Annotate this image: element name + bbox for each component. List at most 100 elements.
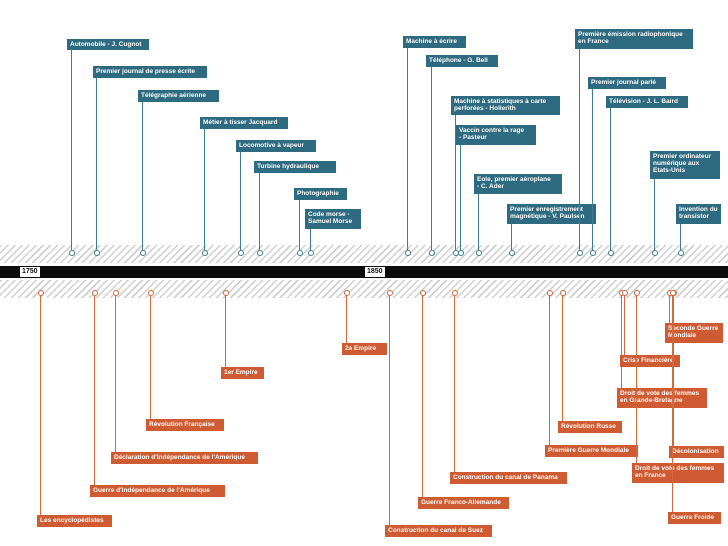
tech-event-marker bbox=[93, 250, 100, 256]
tech-event-locomotive-a-vapeur: Locomotive à vapeur bbox=[236, 140, 316, 152]
history-event-1er-empire: 1er Empire bbox=[221, 367, 264, 379]
tech-event-stem bbox=[460, 145, 461, 250]
history-event-marker bbox=[621, 290, 628, 296]
tech-event-stem bbox=[299, 200, 300, 250]
history-event-droit-de-vote-des-femmes-en-grande-bretagne: Droit de vote des femmes en Grande-Breta… bbox=[617, 388, 707, 408]
tech-event-television-j-l-baird: Télévision - J. L. Baird bbox=[606, 96, 688, 108]
history-event-marker bbox=[546, 290, 553, 296]
tech-event-stem bbox=[478, 194, 479, 250]
history-event-stem bbox=[673, 295, 674, 446]
tech-event-stem bbox=[680, 224, 681, 250]
history-event-stem bbox=[562, 295, 563, 421]
tech-event-marker bbox=[237, 250, 244, 256]
history-event-guerre-d-independance-de-l-amerique: Guerre d'Indépendance de l'Amérique bbox=[90, 485, 225, 497]
history-event-stem bbox=[94, 295, 95, 485]
history-event-marker bbox=[37, 290, 44, 296]
history-event-revolution-russe: Révolution Russe bbox=[558, 421, 622, 433]
hatched-band-top bbox=[0, 245, 728, 263]
year-label-1750: 1750 bbox=[20, 267, 40, 277]
tech-event-marker bbox=[296, 250, 303, 256]
tech-event-stem bbox=[511, 224, 512, 250]
tech-event-code-morse-samuel-morse: Code morse - Samuel Morse bbox=[305, 209, 361, 229]
history-event-decolonisation: Décolonisation bbox=[669, 446, 724, 458]
tech-event-telephone-g-bell: Téléphone - G. Bell bbox=[426, 55, 498, 67]
history-event-marker bbox=[386, 290, 393, 296]
tech-event-premier-ordinateur-numerique-aux-etats-unis: Premier ordinateur numérique aux Etats-U… bbox=[650, 151, 720, 179]
history-event-marker bbox=[559, 290, 566, 296]
hatched-band-bottom bbox=[0, 280, 728, 298]
history-event-marker bbox=[147, 290, 154, 296]
history-event-stem bbox=[346, 295, 347, 343]
tech-event-premier-journal-de-presse-ecrite: Premier journal de presse écrite bbox=[93, 66, 207, 78]
history-event-revolution-francaise: Révolution Française bbox=[146, 419, 224, 431]
tech-event-stem bbox=[431, 67, 432, 250]
tech-event-premier-enregistrement-magnetique-v-paulsen: Premier enregistrement magnétique - V. P… bbox=[507, 204, 596, 224]
history-event-stem bbox=[225, 295, 226, 367]
history-event-stem bbox=[115, 295, 116, 452]
history-event-crise-financiere: Crise Financière bbox=[620, 355, 680, 367]
tech-event-marker bbox=[68, 250, 75, 256]
tech-event-stem bbox=[96, 78, 97, 250]
tech-event-vaccin-contre-la-rage-pasteur: Vaccin contre la rage - Pasteur bbox=[456, 125, 536, 145]
history-event-declaration-d-independance-de-l-amerique: Déclaration d'Indépendance de l'Amérique bbox=[111, 452, 258, 464]
tech-event-stem bbox=[407, 48, 408, 250]
tech-event-marker bbox=[651, 250, 658, 256]
year-label-1850: 1850 bbox=[365, 267, 385, 277]
tech-event-marker bbox=[428, 250, 435, 256]
tech-event-marker bbox=[256, 250, 263, 256]
tech-event-machine-a-statistiques-a-carte-perforees-hollerith: Machine à statistiques à carte perforées… bbox=[451, 96, 560, 115]
timeline-axis bbox=[0, 266, 728, 278]
history-event-stem bbox=[624, 295, 625, 355]
history-event-marker bbox=[633, 290, 640, 296]
tech-event-stem bbox=[610, 108, 611, 250]
history-event-les-encyclopedistes: Les encyclopédistes bbox=[37, 515, 112, 527]
tech-event-invention-du-transistor: Invention du transistor bbox=[676, 204, 721, 224]
tech-event-stem bbox=[310, 229, 311, 250]
tech-event-marker bbox=[404, 250, 411, 256]
tech-event-marker bbox=[201, 250, 208, 256]
history-event-stem bbox=[40, 295, 41, 515]
tech-event-automobile-j-cugnot: Automobile - J. Cugnot bbox=[67, 39, 149, 50]
tech-event-telegraphie-aerienne: Télégraphie aérienne bbox=[138, 90, 219, 102]
history-event-guerre-franco-allemande: Guerre Franco-Allemande bbox=[418, 497, 509, 509]
tech-event-marker bbox=[457, 250, 464, 256]
tech-event-stem bbox=[592, 89, 593, 250]
history-event-construction-du-canal-de-panama: Construction du canal de Panama bbox=[450, 472, 567, 484]
tech-event-marker bbox=[576, 250, 583, 256]
tech-event-stem bbox=[71, 50, 72, 250]
history-event-seconde-guerre-mondiale: Seconde Guerre Mondiale bbox=[665, 323, 723, 343]
tech-event-metier-a-tisser-jacquard: Métier à tisser Jacquard bbox=[200, 117, 288, 129]
history-event-stem bbox=[636, 295, 637, 463]
history-event-stem bbox=[672, 295, 673, 512]
history-event-marker bbox=[669, 290, 676, 296]
tech-event-eole-premier-aeroplane-c-ader: Eole, premier aéroplane - C. Ader bbox=[474, 174, 562, 194]
history-event-marker bbox=[451, 290, 458, 296]
history-event-guerre-froide: Guerre Froide bbox=[668, 512, 721, 524]
tech-event-marker bbox=[589, 250, 596, 256]
tech-event-stem bbox=[259, 173, 260, 250]
history-event-marker bbox=[343, 290, 350, 296]
history-event-stem bbox=[454, 295, 455, 472]
tech-event-marker bbox=[475, 250, 482, 256]
history-event-stem bbox=[669, 295, 670, 323]
tech-event-marker bbox=[607, 250, 614, 256]
history-event-marker bbox=[91, 290, 98, 296]
tech-event-marker bbox=[139, 250, 146, 256]
history-event-marker bbox=[419, 290, 426, 296]
tech-event-marker bbox=[677, 250, 684, 256]
tech-event-stem bbox=[579, 49, 580, 250]
history-event-stem bbox=[549, 295, 550, 445]
tech-event-photographie: Photographie bbox=[294, 188, 347, 200]
history-event-premiere-guerre-mondiale: Première Guerre Mondiale bbox=[545, 445, 638, 457]
history-event-construction-du-canal-de-suez: Construction du canal de Suez bbox=[385, 525, 492, 537]
tech-event-machine-a-ecrire: Machine à écrire bbox=[403, 36, 466, 48]
history-event-marker bbox=[222, 290, 229, 296]
history-event-droit-de-vote-des-femmes-en-france: Droit de vote des femmes en France bbox=[632, 463, 724, 483]
tech-event-stem bbox=[142, 102, 143, 250]
tech-event-marker bbox=[307, 250, 314, 256]
tech-event-marker bbox=[508, 250, 515, 256]
history-event-marker bbox=[112, 290, 119, 296]
tech-event-stem bbox=[654, 179, 655, 250]
tech-event-turbine-hydraulique: Turbine hydraulique bbox=[254, 161, 336, 173]
